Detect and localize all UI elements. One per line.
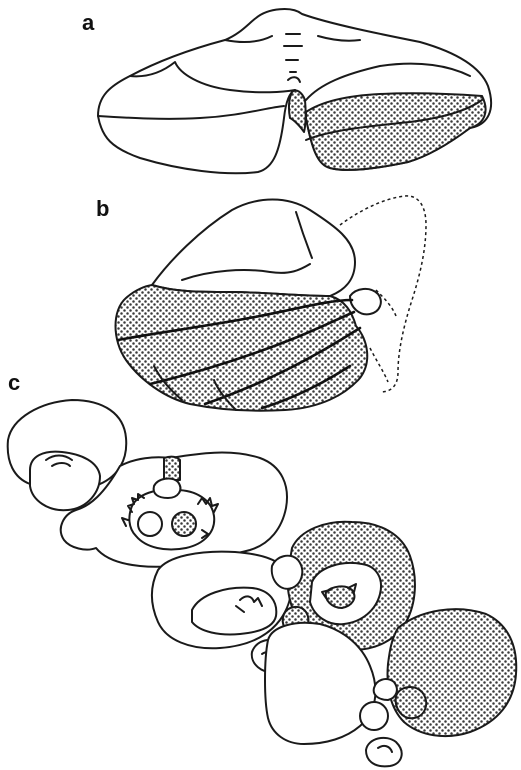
panel-label-c: c <box>8 370 20 395</box>
section-2-nucleus-left <box>138 512 162 536</box>
section-5-vermis-shaded <box>396 687 426 718</box>
panel-a: a <box>82 9 491 173</box>
panel-b: b <box>96 196 426 411</box>
panel-label-b: b <box>96 196 109 221</box>
section-2-nucleus-right <box>172 512 196 536</box>
section-1-inner <box>30 452 100 511</box>
panel-b-flocculus <box>350 289 381 314</box>
section-4-vermis <box>272 556 303 589</box>
section-5-mid-lobule <box>374 679 397 700</box>
section-5-bottom-lobule <box>366 738 402 767</box>
panel-c: c <box>8 370 517 766</box>
panel-a-vermis-shaded <box>289 90 306 132</box>
section-5-nucleus <box>360 702 388 730</box>
panel-b-upper-lobe <box>152 200 355 297</box>
section-2-vermis-shaded <box>164 457 180 480</box>
section-2-vermis-node <box>154 479 181 498</box>
panel-label-a: a <box>82 10 95 35</box>
